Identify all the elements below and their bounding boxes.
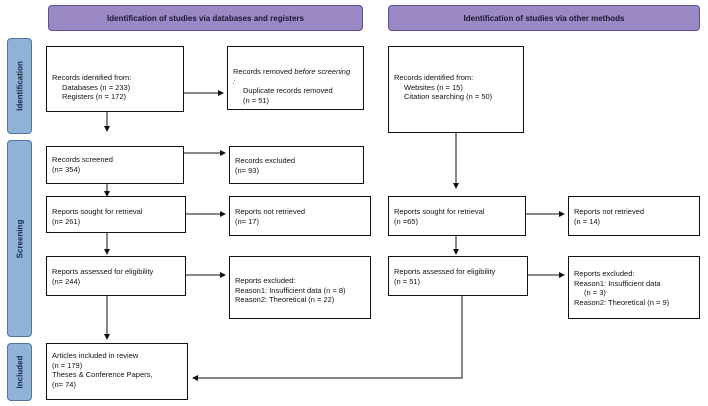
box-records-excluded: Records excluded (n= 93) bbox=[229, 146, 364, 184]
right-assessed-title: Reports assessed for eligibility bbox=[394, 267, 496, 276]
records-removed-title: Records removed before screening bbox=[233, 67, 351, 76]
right-identified-title: Records identified from: bbox=[394, 73, 474, 82]
included-title: Articles included in review bbox=[52, 351, 139, 360]
theses-title: Theses & Conference Papers, bbox=[52, 370, 153, 379]
records-excluded-count: (n= 93) bbox=[235, 165, 259, 175]
right-reason2: Reason2: Theoretical (n = 9) bbox=[574, 297, 670, 307]
box-right-reports-excluded: Reports excluded: Reason1: Insufficient … bbox=[568, 256, 700, 319]
section-identification: Identification bbox=[7, 38, 32, 134]
citation-count: Citation searching (n = 50) bbox=[404, 92, 493, 101]
box-right-reports-assessed: Reports assessed for eligibility (n = 51… bbox=[388, 256, 528, 296]
included-count: (n = 179) bbox=[52, 360, 83, 370]
websites-count: Websites (n = 15) bbox=[404, 82, 463, 92]
box-reports-assessed: Reports assessed for eligibility (n= 244… bbox=[46, 256, 186, 296]
reason2: Reason2: Theoretical (n = 22) bbox=[235, 295, 335, 304]
box-records-screened: Records screened (n= 354) bbox=[46, 146, 184, 184]
reports-assessed-title: Reports assessed for eligibility bbox=[52, 267, 154, 276]
reports-sought-title: Reports sought for retrieval bbox=[52, 207, 143, 216]
registers-count: Registers (n = 172) bbox=[62, 92, 126, 101]
arrow-right-assessed-to-included bbox=[192, 296, 463, 381]
box-records-identified: Records identified from: Databases (n = … bbox=[46, 46, 184, 112]
duplicates-count: (n = 51) bbox=[243, 95, 270, 105]
reports-assessed-count: (n= 244) bbox=[52, 276, 81, 286]
right-reports-excluded-title: Reports excluded: bbox=[574, 269, 635, 278]
records-identified-title: Records identified from: bbox=[52, 73, 132, 82]
box-right-records-identified: Records identified from: Websites (n = 1… bbox=[388, 46, 524, 133]
box-included: Articles included in review (n = 179) Th… bbox=[46, 343, 188, 400]
not-retrieved-count: (n= 17) bbox=[235, 216, 259, 226]
not-retrieved-title: Reports not retrieved bbox=[235, 207, 306, 216]
right-sought-title: Reports sought for retrieval bbox=[394, 207, 485, 216]
right-assessed-count: (n = 51) bbox=[394, 276, 421, 286]
box-right-reports-sought: Reports sought for retrieval (n =65) bbox=[388, 196, 526, 236]
header-databases-label: Identification of studies via databases … bbox=[107, 13, 304, 23]
reports-excluded-title: Reports excluded: bbox=[235, 276, 296, 285]
header-other-label: Identification of studies via other meth… bbox=[463, 13, 625, 23]
box-reports-not-retrieved: Reports not retrieved (n= 17) bbox=[229, 196, 371, 236]
records-screened-title: Records screened bbox=[52, 155, 113, 164]
duplicates-removed: Duplicate records removed bbox=[243, 86, 333, 95]
section-included: Included bbox=[7, 343, 32, 401]
reason1: Reason1: Insufficient data (n = 8) bbox=[235, 285, 346, 295]
box-reports-excluded: Reports excluded: Reason1: Insufficient … bbox=[229, 256, 371, 319]
theses-count: (n= 74) bbox=[52, 379, 76, 389]
right-sought-count: (n =65) bbox=[394, 216, 418, 226]
right-reason1-count: (n = 3) bbox=[584, 288, 606, 297]
right-not-retrieved-title: Reports not retrieved bbox=[574, 207, 645, 216]
databases-count: Databases (n = 233) bbox=[62, 82, 131, 92]
reports-sought-count: (n= 261) bbox=[52, 216, 81, 226]
header-other-methods: Identification of studies via other meth… bbox=[388, 5, 700, 31]
right-not-retrieved-count: (n = 14) bbox=[574, 216, 601, 226]
box-right-not-retrieved: Reports not retrieved (n = 14) bbox=[568, 196, 700, 236]
header-databases: Identification of studies via databases … bbox=[48, 5, 363, 31]
box-reports-sought: Reports sought for retrieval (n= 261) bbox=[46, 196, 186, 233]
box-records-removed: Records removed before screening : Dupli… bbox=[227, 46, 364, 110]
section-screening: Screening bbox=[7, 140, 32, 337]
records-excluded-title: Records excluded bbox=[235, 156, 296, 165]
records-screened-count: (n= 354) bbox=[52, 164, 81, 174]
records-removed-title-end: : bbox=[233, 76, 236, 86]
right-reason1: Reason1: Insufficient data bbox=[574, 278, 661, 288]
